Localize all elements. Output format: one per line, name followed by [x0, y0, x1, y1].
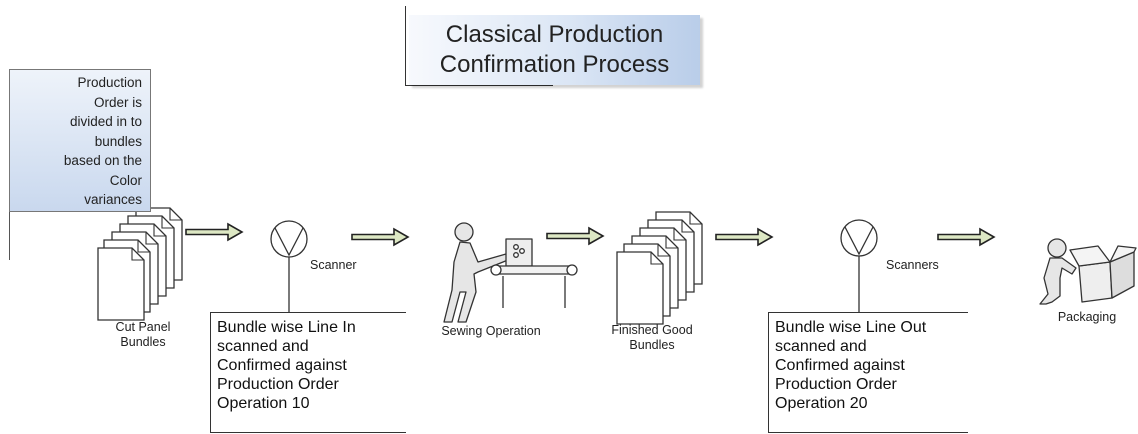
cut-panel-label: Cut Panel Bundles	[100, 320, 186, 350]
cut-panel-label-line-1: Cut Panel	[115, 320, 171, 334]
callout-line: Order is	[93, 94, 142, 110]
line-in-text: Bundle wise Line In	[217, 319, 356, 336]
line-out-text: Operation 20	[775, 395, 868, 412]
sewing-operation-label: Sewing Operation	[441, 324, 541, 338]
line-out-underline	[768, 432, 968, 433]
line-out-description: Bundle wise Line Out scanned and Confirm…	[768, 312, 968, 432]
arrow-2	[351, 228, 409, 246]
finished-goods-label: Finished Good Bundles	[602, 323, 702, 353]
finished-goods-label-line-1: Finished Good	[611, 323, 693, 337]
callout-line: Color	[109, 172, 142, 188]
scanner-in-icon	[270, 220, 308, 312]
scanner-out-icon	[840, 219, 878, 312]
arrow-4	[715, 228, 773, 246]
line-in-text: Production Order	[217, 376, 339, 393]
sewing-operator-icon	[443, 222, 578, 323]
callout-line: bundles	[94, 133, 142, 149]
callout-line: divided in to	[69, 114, 142, 129]
line-out-text: scanned and	[775, 338, 867, 355]
line-out-text: Production Order	[775, 376, 897, 393]
title-bracket-underline	[405, 85, 553, 86]
cut-panel-label-line-2: Bundles	[120, 335, 166, 349]
packaging-worker-icon	[1039, 238, 1137, 305]
line-in-text: scanned and	[217, 338, 309, 355]
title-bracket-line	[405, 6, 406, 86]
title-line-1: Classical Production	[445, 21, 664, 48]
packaging-label: Packaging	[1057, 310, 1117, 324]
line-in-text: Confirmed against	[217, 357, 347, 374]
scanner-in-label: Scanner	[310, 258, 357, 272]
line-out-text: Bundle wise Line Out	[775, 319, 927, 336]
cut-panel-stack-icon	[97, 207, 183, 321]
callout-line: variances	[84, 192, 142, 207]
scanner-out-label: Scanners	[886, 258, 939, 272]
diagram-title: Classical Production Confirmation Proces…	[409, 15, 700, 85]
arrow-1	[185, 223, 243, 241]
line-out-text: Confirmed against	[775, 357, 905, 374]
arrow-5	[937, 228, 995, 246]
finished-goods-stack-icon	[616, 211, 703, 325]
arrow-3	[546, 227, 604, 245]
callout-line: based on the	[63, 153, 142, 168]
title-line-2: Confirmation Process	[439, 51, 670, 78]
line-in-description: Bundle wise Line In scanned and Confirme…	[210, 312, 406, 432]
line-in-underline	[210, 432, 406, 433]
finished-goods-label-line-2: Bundles	[629, 338, 675, 352]
callout-line: Production	[77, 75, 142, 90]
callout-leader-line	[9, 212, 10, 260]
production-order-callout: Production Order is divided in to bundle…	[9, 69, 151, 212]
line-in-text: Operation 10	[217, 395, 310, 412]
